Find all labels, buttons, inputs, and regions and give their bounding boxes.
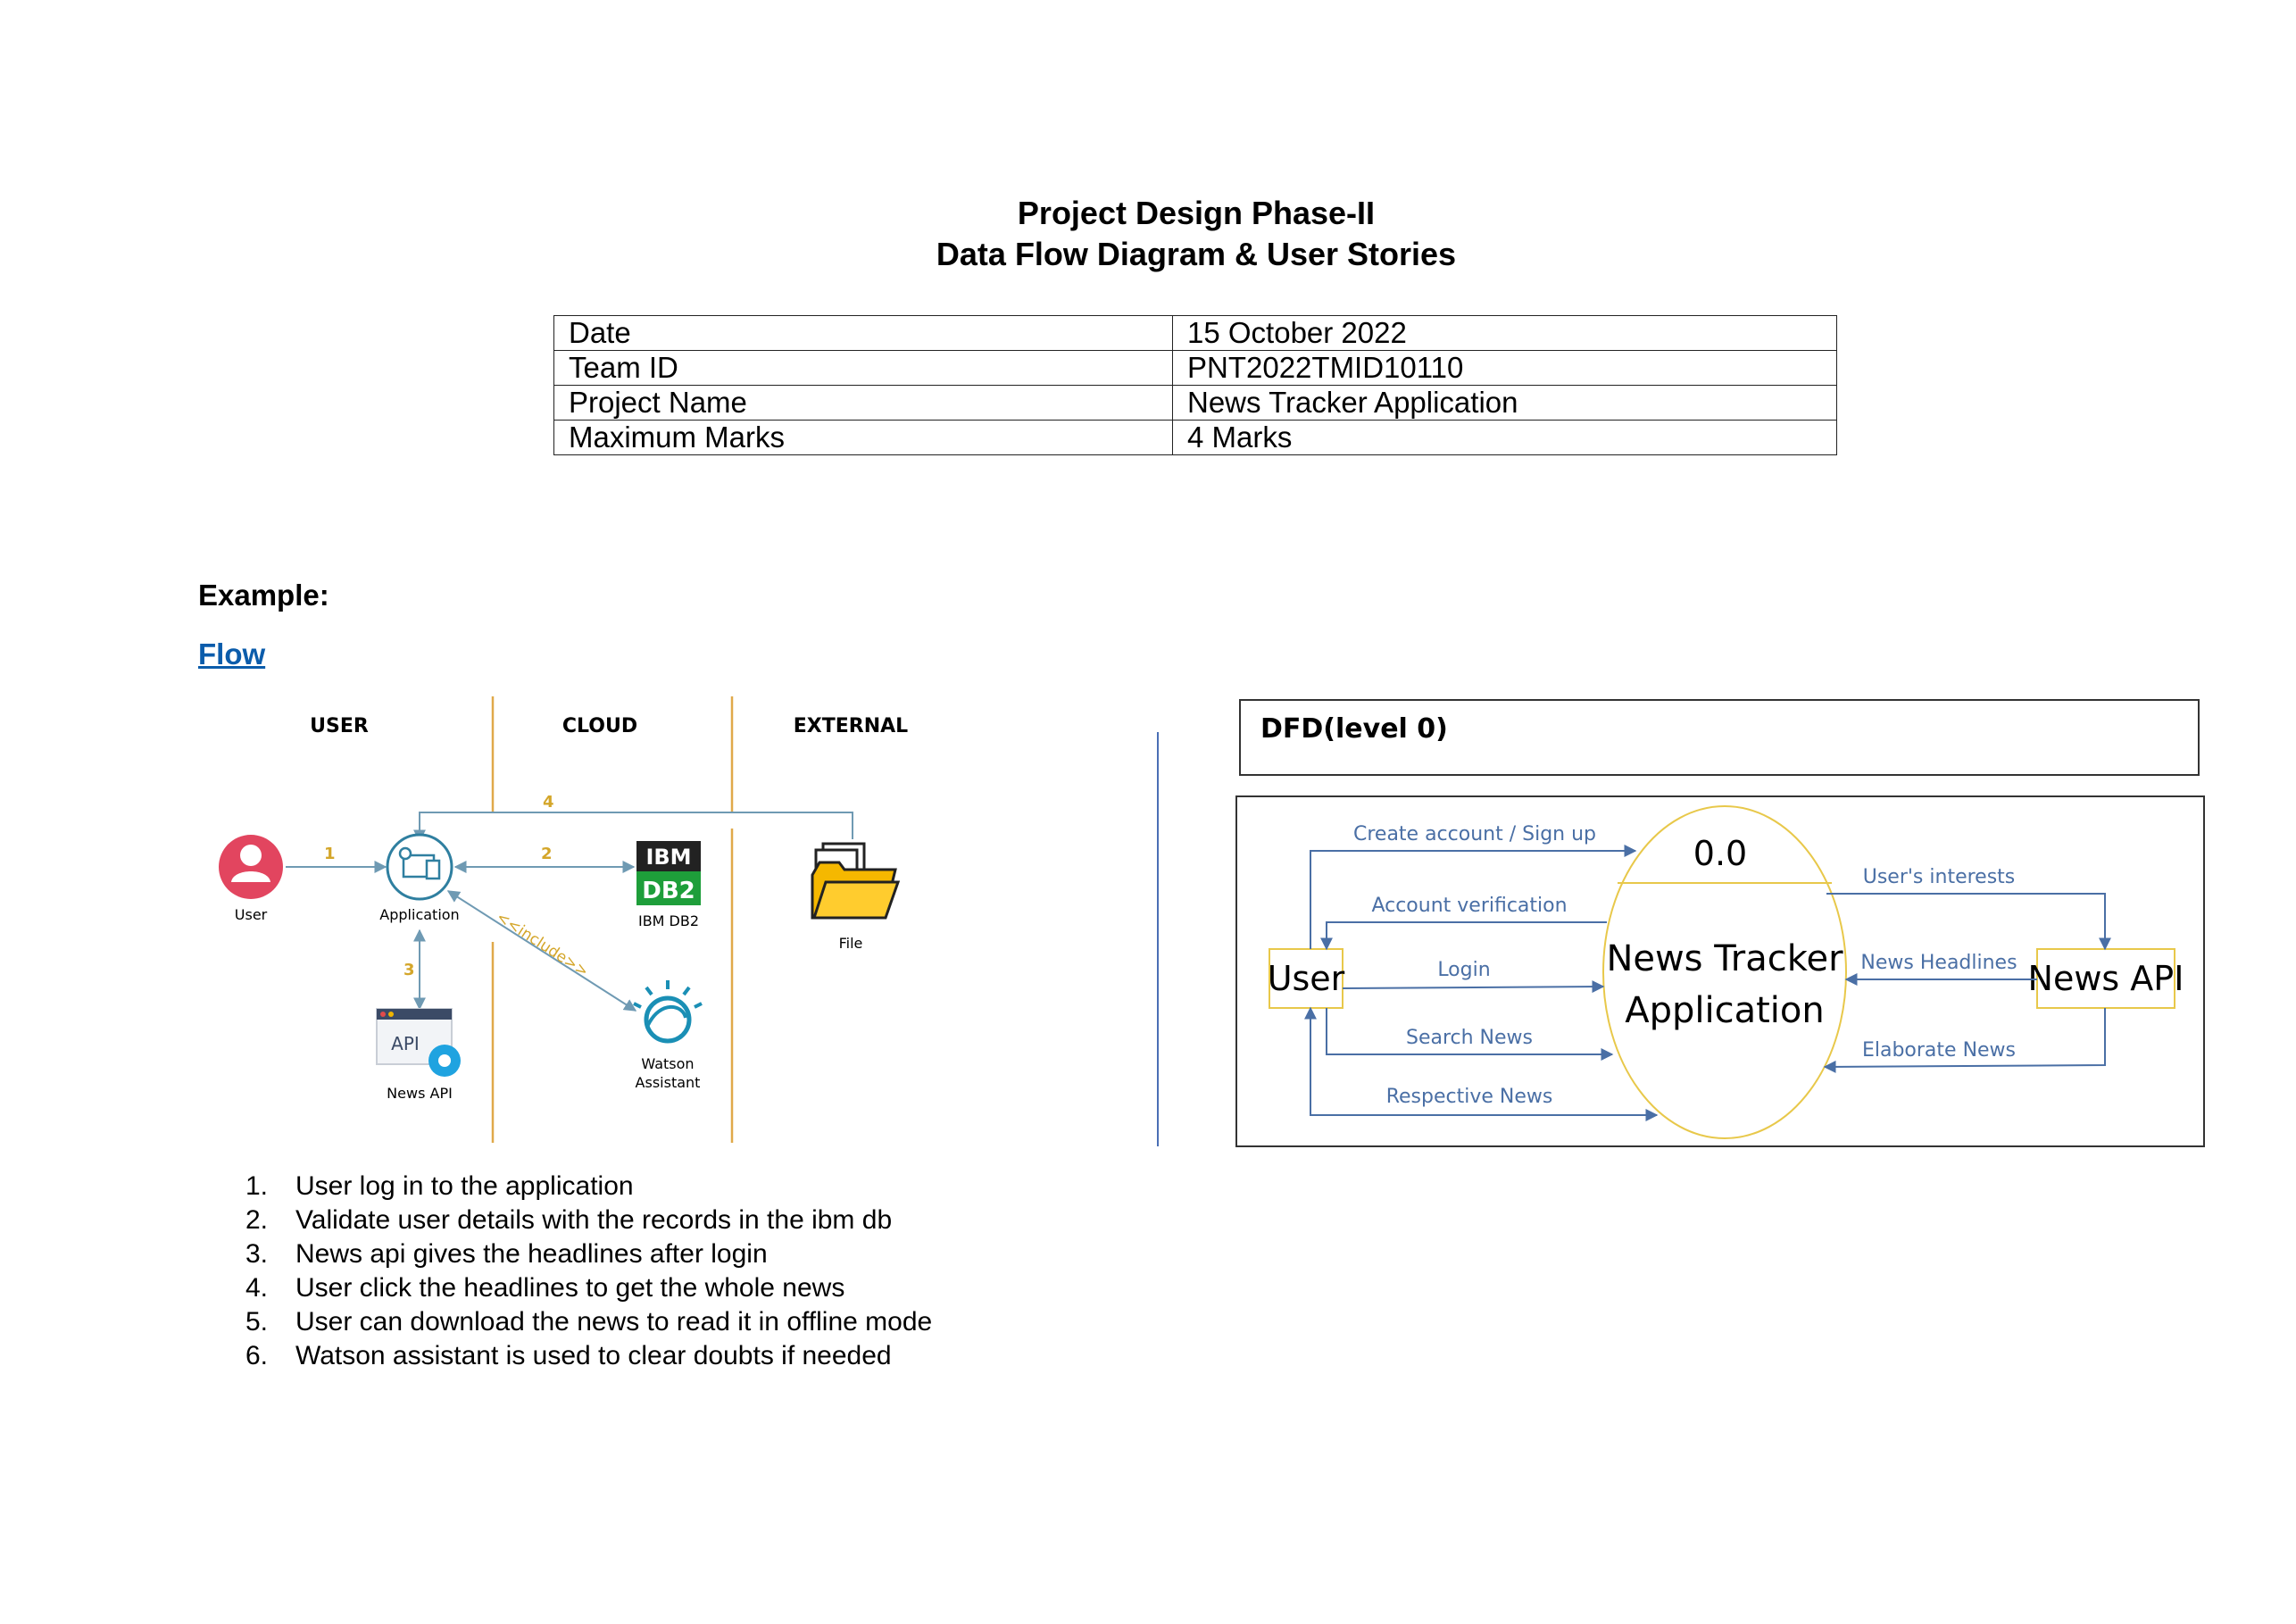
step-text: User click the headlines to get the whol… — [295, 1273, 845, 1303]
step-number-3: 3 — [403, 961, 415, 979]
flow-diagram: USER CLOUD EXTERNAL 4 User 1 Application… — [219, 696, 908, 1143]
ibm-db2-icon: IBM DB2 — [636, 841, 701, 905]
example-heading: Example: — [198, 579, 329, 612]
table-row: Maximum Marks 4 Marks — [553, 420, 1837, 455]
folder-icon — [811, 842, 901, 920]
step-text: Validate user details with the records i… — [295, 1205, 893, 1235]
step-text: User log in to the application — [295, 1171, 634, 1201]
step-number-2: 2 — [541, 845, 553, 863]
table-cell-label: Date — [553, 315, 1173, 351]
include-label: <<include>> — [493, 908, 591, 980]
flow-label-respective-news: Respective News — [1386, 1086, 1553, 1108]
step-text: Watson assistant is used to clear doubts… — [295, 1341, 892, 1370]
flow-label-create-account: Create account / Sign up — [1353, 823, 1596, 845]
step-text: User can download the news to read it in… — [295, 1307, 933, 1337]
table-row: Date 15 October 2022 — [553, 315, 1837, 351]
news-api-label: News API — [387, 1085, 453, 1102]
process-circle — [1602, 805, 1847, 1139]
page-title: Project Design Phase-II — [1017, 195, 1376, 231]
table-cell-label: Maximum Marks — [553, 420, 1173, 455]
file-label: File — [839, 935, 863, 952]
table-cell-value: News Tracker Application — [1172, 385, 1837, 421]
process-id: 0.0 — [1693, 834, 1747, 873]
news-api-entity-label: News API — [2028, 959, 2184, 998]
flow-label-login: Login — [1437, 959, 1490, 981]
flow-users-interests — [1826, 893, 2111, 951]
page-subtitle: Data Flow Diagram & User Stories — [936, 236, 1457, 272]
flow-arrow-4 — [413, 812, 853, 843]
table-row: Team ID PNT2022TMID10110 — [553, 350, 1837, 386]
user-label: User — [235, 906, 268, 923]
list-item: 6.Watson assistant is used to clear doub… — [245, 1341, 892, 1370]
process-name-line1: News Tracker — [1606, 938, 1843, 979]
user-entity-label: User — [1268, 959, 1345, 998]
table-row: Project Name News Tracker Application — [553, 385, 1837, 421]
flow-label-search-news: Search News — [1406, 1027, 1533, 1049]
table-cell-value: 15 October 2022 — [1172, 315, 1837, 351]
watson-label-line2: Assistant — [636, 1074, 701, 1091]
watson-assistant-icon — [633, 980, 703, 1044]
lane-cloud-label: CLOUD — [562, 715, 637, 737]
dfd-title: DFD(level 0) — [1260, 713, 1448, 745]
table-cell-label: Team ID — [553, 350, 1173, 386]
table-cell-value: PNT2022TMID10110 — [1172, 350, 1837, 386]
flow-label-news-headlines: News Headlines — [1860, 952, 2017, 974]
db-logo-bottom: DB2 — [642, 878, 695, 904]
step-number-4: 4 — [543, 793, 554, 812]
application-icon — [386, 833, 453, 901]
api-badge: API — [391, 1033, 420, 1054]
flow-respective-news — [1304, 1006, 1659, 1121]
section-divider — [1157, 732, 1159, 1146]
flow-login — [1342, 980, 1605, 994]
flow-account-verification — [1320, 921, 1607, 951]
application-label: Application — [379, 906, 459, 923]
process-name-line2: Application — [1625, 990, 1825, 1031]
dfd-title-box: DFD(level 0) — [1239, 699, 2200, 776]
step-number-1: 1 — [324, 845, 336, 863]
step-text: News api gives the headlines after login — [295, 1239, 768, 1269]
flow-elaborate-news — [1823, 1008, 2106, 1073]
dfd-diagram-box: 0.0 News Tracker Application User News A… — [1235, 795, 2205, 1147]
flow-create-account — [1310, 845, 1637, 949]
user-icon — [219, 835, 283, 899]
watson-label-line1: Watson — [641, 1055, 694, 1072]
flow-label-account-verification: Account verification — [1371, 895, 1567, 917]
dfd-diagram: 0.0 News Tracker Application User News A… — [1268, 805, 2184, 1139]
list-item: 2.Validate user details with the records… — [245, 1205, 893, 1235]
list-item: 4.User click the headlines to get the wh… — [245, 1273, 845, 1303]
project-info-table: Date 15 October 2022 Team ID PNT2022TMID… — [553, 315, 1837, 455]
flow-label-elaborate-news: Elaborate News — [1862, 1039, 2016, 1062]
user-entity — [1269, 948, 1343, 1009]
table-cell-value: 4 Marks — [1172, 420, 1837, 455]
steps-list: 1.User log in to the application 2.Valid… — [245, 1170, 932, 1373]
include-arrow — [446, 890, 637, 1012]
db-label: IBM DB2 — [638, 912, 699, 929]
flow-link[interactable]: Flow — [198, 637, 266, 670]
db-logo-top: IBM — [645, 845, 691, 870]
news-api-icon: API — [376, 1008, 461, 1077]
lane-user-label: USER — [310, 715, 369, 737]
list-item: 3.News api gives the headlines after log… — [245, 1239, 768, 1269]
list-item: 5.User can download the news to read it … — [245, 1307, 933, 1337]
flow-label-users-interests: User's interests — [1863, 866, 2016, 888]
lane-external-label: EXTERNAL — [794, 715, 908, 737]
list-item: 1.User log in to the application — [245, 1171, 634, 1201]
table-cell-label: Project Name — [553, 385, 1173, 421]
